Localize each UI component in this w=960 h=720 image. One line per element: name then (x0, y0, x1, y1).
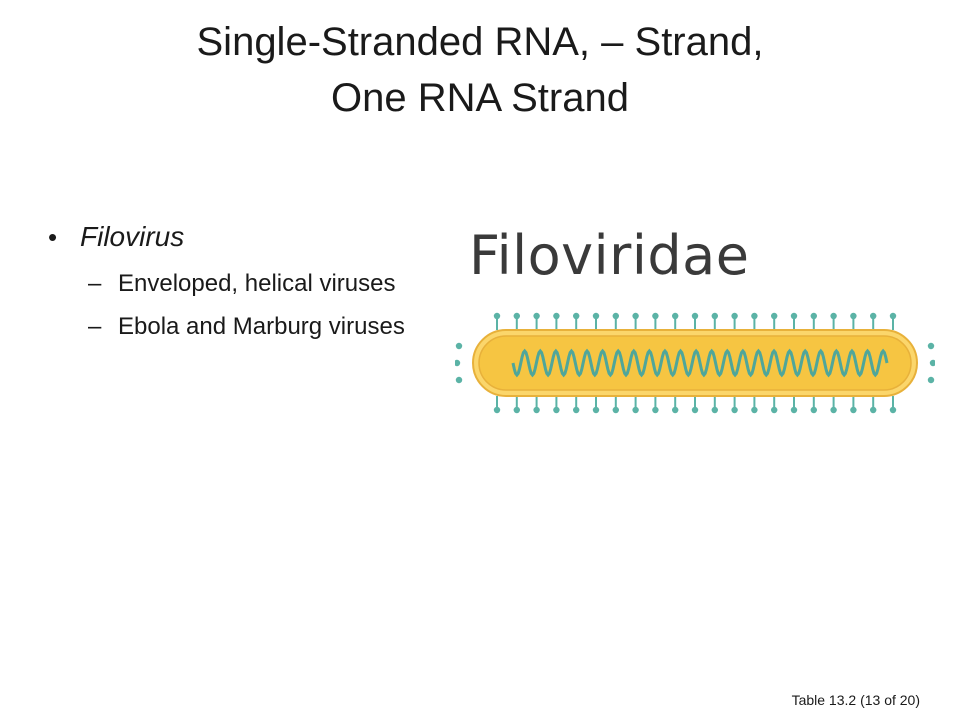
figure-label: Filoviridae (469, 224, 750, 287)
spike-head (493, 312, 501, 320)
spike-head (513, 312, 520, 320)
spike-head (850, 406, 857, 414)
spike-head (771, 312, 778, 320)
bullet-item-filovirus: • Filovirus (48, 220, 428, 254)
filovirus-illustration (455, 312, 935, 414)
spike-head (493, 406, 501, 414)
spike-head (870, 406, 877, 414)
spike-head (652, 406, 659, 414)
spike-head (691, 312, 699, 320)
bullet-list: • Filovirus – Enveloped, helical viruses… (48, 220, 428, 354)
spike-head (927, 376, 935, 384)
spike-head (573, 312, 580, 320)
spike-head (751, 312, 758, 320)
spike-head (929, 359, 935, 367)
spike-head (533, 312, 540, 320)
spike-head (612, 406, 619, 414)
spike-head (455, 376, 463, 384)
spike-head (553, 312, 560, 320)
spike-head (455, 342, 463, 350)
spike-head (592, 406, 600, 414)
spike-head (672, 312, 679, 320)
spike-head (889, 406, 897, 414)
spike-head (830, 406, 837, 414)
slide-title: Single-Stranded RNA, – Strand, One RNA S… (60, 18, 900, 122)
bullet-label: Filovirus (80, 221, 185, 252)
spike-head (553, 406, 560, 414)
spike-head (927, 342, 935, 350)
rna-genome-wave (511, 348, 889, 378)
spike-head (513, 406, 520, 414)
spikes-top (493, 312, 897, 330)
spike-head (691, 406, 699, 414)
bullet-marker: • (48, 222, 58, 252)
spike-head (455, 359, 461, 367)
sub-bullet-dash: – (88, 313, 102, 340)
title-line-1: Single-Stranded RNA, – Strand, (196, 20, 764, 64)
spike-head (711, 312, 718, 320)
sub-bullet-text: Ebola and Marburg viruses (118, 313, 405, 340)
spike-head (810, 312, 817, 320)
spike-head (790, 312, 798, 320)
filoviridae-figure: Filoviridae (455, 218, 935, 418)
spike-head (889, 312, 897, 320)
spike-head (652, 312, 659, 320)
spike-head (632, 312, 639, 320)
spike-head (870, 312, 877, 320)
spike-head (850, 312, 857, 320)
title-line-2: One RNA Strand (331, 76, 629, 120)
sub-bullet-dash: – (88, 270, 102, 297)
spike-head (672, 406, 679, 414)
spikes-ends (455, 342, 935, 384)
spike-head (810, 406, 817, 414)
spike-head (771, 406, 778, 414)
spike-head (731, 312, 738, 320)
spike-head (612, 312, 619, 320)
spike-head (790, 406, 798, 414)
spike-head (830, 312, 837, 320)
sub-bullet-ebola-marburg: – Ebola and Marburg viruses (88, 311, 428, 342)
sub-bullet-enveloped: – Enveloped, helical viruses (88, 268, 428, 299)
table-caption: Table 13.2 (13 of 20) (791, 692, 920, 708)
spike-head (592, 312, 600, 320)
spike-head (573, 406, 580, 414)
spike-head (731, 406, 738, 414)
sub-bullet-text: Enveloped, helical viruses (118, 270, 396, 297)
spike-head (711, 406, 718, 414)
spikes-bottom (493, 396, 897, 414)
spike-head (632, 406, 639, 414)
spike-head (751, 406, 758, 414)
spike-head (533, 406, 540, 414)
